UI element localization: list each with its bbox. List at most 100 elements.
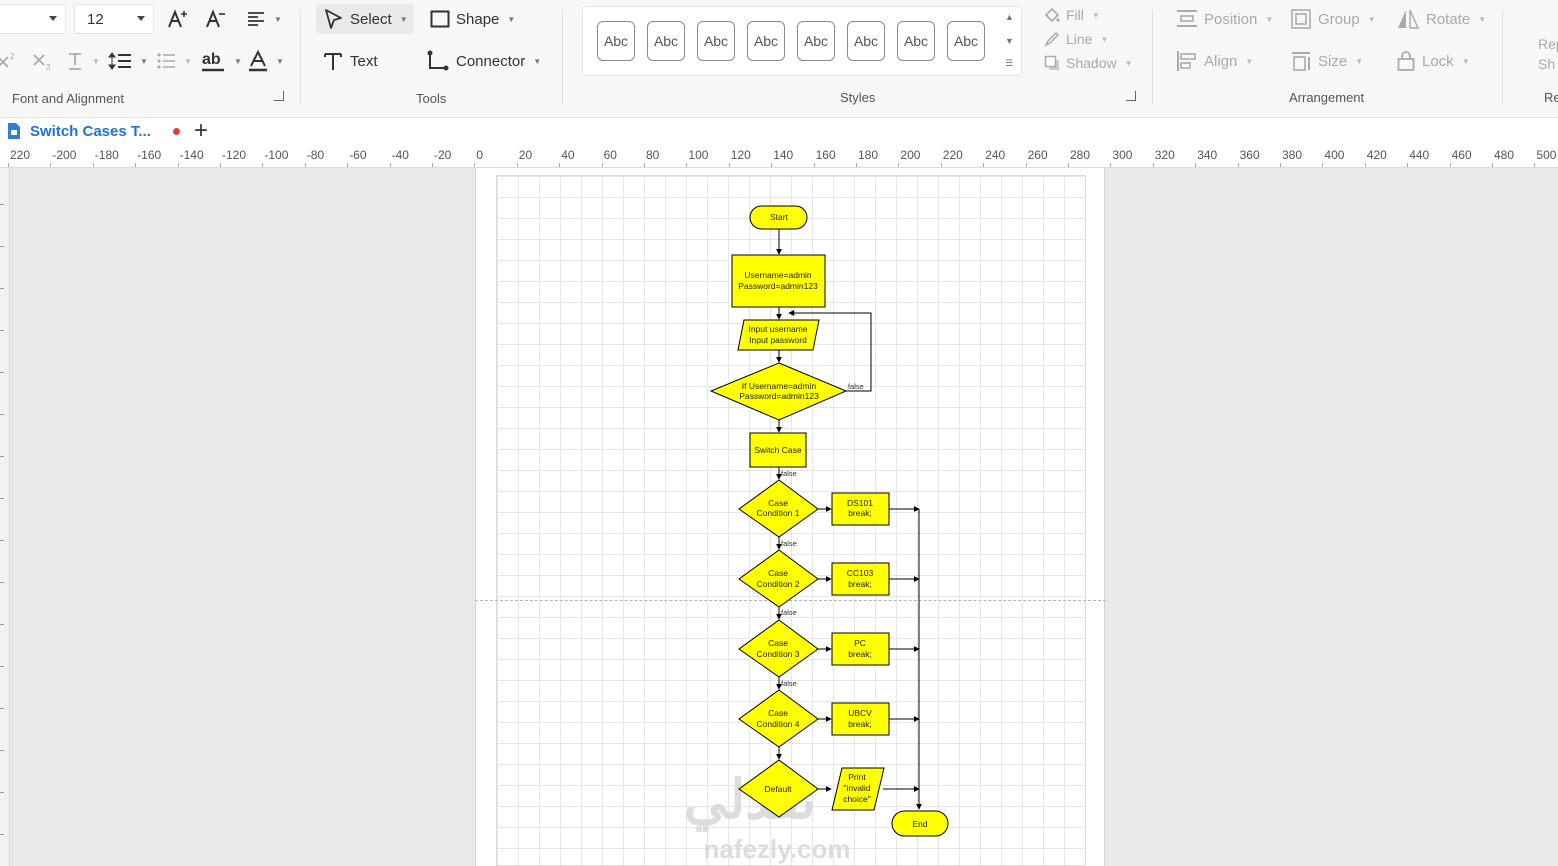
highlight-button[interactable]: ab▼ bbox=[202, 46, 242, 76]
case-action[interactable] bbox=[831, 632, 890, 666]
ruler-tick-mark bbox=[0, 456, 4, 457]
decrease-font-button[interactable] bbox=[204, 4, 226, 34]
check-decision[interactable] bbox=[709, 362, 848, 421]
position-label: Position bbox=[1204, 10, 1258, 28]
ruler-tick-mark bbox=[1068, 163, 1069, 167]
drawing-canvas[interactable]: نفذلي nafezly.com Start Username=admin P… bbox=[10, 168, 1558, 866]
replace-shape-line1: Rep bbox=[1538, 36, 1558, 52]
start-label: Start bbox=[770, 212, 789, 222]
shape-tool-button[interactable]: Shape▼ bbox=[430, 4, 515, 34]
ruler-tick-mark bbox=[304, 163, 306, 167]
case-decision[interactable] bbox=[738, 689, 819, 748]
replace-shape-button[interactable]: Rep Sh bbox=[1538, 34, 1558, 74]
group-launcher-icon[interactable] bbox=[1126, 91, 1136, 101]
check-line-2: Password=admin123 bbox=[739, 391, 819, 401]
align-button[interactable]: Align▼ bbox=[1176, 46, 1253, 76]
group-button[interactable]: Group▼ bbox=[1290, 4, 1376, 34]
style-swatch[interactable]: Abc bbox=[797, 21, 835, 61]
select-label: Select bbox=[350, 10, 392, 28]
font-size-combo[interactable]: 12 bbox=[74, 4, 154, 34]
start-terminator[interactable] bbox=[749, 205, 808, 230]
page-break-line bbox=[475, 600, 1106, 601]
ruler-tick-label: 440 bbox=[1409, 148, 1430, 162]
ruler-tick-mark bbox=[1322, 163, 1324, 167]
case-action-2: break; bbox=[848, 579, 872, 589]
gallery-up-icon[interactable]: ▲ bbox=[1005, 12, 1014, 22]
position-button[interactable]: Position▼ bbox=[1176, 4, 1273, 34]
increase-font-icon bbox=[168, 9, 187, 28]
chevron-down-icon: ▼ bbox=[1091, 10, 1100, 20]
flowchart[interactable]: نفذلي nafezly.com Start Username=admin P… bbox=[10, 168, 1558, 866]
size-button[interactable]: Size▼ bbox=[1290, 46, 1363, 76]
case-action[interactable] bbox=[831, 702, 890, 736]
rotate-button[interactable]: Rotate▼ bbox=[1396, 4, 1486, 34]
false-label: false bbox=[781, 608, 797, 617]
input-parallelogram[interactable] bbox=[737, 319, 820, 351]
fill-label: Fill bbox=[1066, 7, 1084, 23]
ruler-tick-label: -180 bbox=[94, 148, 119, 162]
subscript-button[interactable]: 2 bbox=[32, 46, 54, 76]
ruler-tick-mark bbox=[262, 163, 264, 167]
ruler-tick-label: -100 bbox=[264, 148, 289, 162]
add-tab-button[interactable]: + bbox=[194, 117, 209, 144]
chevron-down-icon: ▼ bbox=[274, 14, 282, 24]
tools-group: Select▼ Shape▼ Text Connector▼ Tools bbox=[300, 0, 562, 118]
case-action[interactable] bbox=[831, 492, 890, 526]
ruler-tick-mark bbox=[0, 414, 4, 415]
font-color-button[interactable]: ▼ bbox=[248, 46, 284, 76]
gallery-more-icon[interactable]: ☰ bbox=[1005, 58, 1014, 68]
init-process[interactable] bbox=[731, 254, 826, 308]
case-decision[interactable] bbox=[738, 619, 819, 678]
style-swatch[interactable]: Abc bbox=[747, 21, 785, 61]
shadow-button[interactable]: Shadow▼ bbox=[1044, 49, 1133, 77]
ruler-tick-label: -80 bbox=[306, 148, 325, 162]
line-spacing-button[interactable]: ▼ bbox=[108, 46, 148, 76]
ruler-tick-mark bbox=[1449, 163, 1451, 167]
select-tool-button[interactable]: Select▼ bbox=[316, 4, 414, 34]
chevron-down-icon: ▼ bbox=[1124, 58, 1133, 68]
paint-bucket-icon bbox=[1044, 7, 1060, 23]
bullets-button[interactable]: ▼ bbox=[156, 46, 192, 76]
case-decision[interactable] bbox=[738, 549, 819, 608]
text-format-button[interactable]: ▼ bbox=[66, 46, 100, 76]
style-swatch[interactable]: Abc bbox=[697, 21, 735, 61]
style-swatch[interactable]: Abc bbox=[847, 21, 885, 61]
group-launcher-icon[interactable] bbox=[274, 91, 284, 101]
style-swatch[interactable]: Abc bbox=[897, 21, 935, 61]
ruler-tick-mark bbox=[135, 163, 137, 167]
default-decision[interactable] bbox=[738, 759, 819, 818]
case-action[interactable] bbox=[831, 562, 890, 596]
ruler-tick-mark bbox=[0, 372, 4, 373]
style-swatch[interactable]: Abc bbox=[647, 21, 685, 61]
svg-text:2: 2 bbox=[10, 52, 15, 61]
default-action-2: "invalid bbox=[843, 783, 870, 793]
switch-process[interactable] bbox=[749, 432, 807, 468]
gallery-down-icon[interactable]: ▼ bbox=[1005, 36, 1014, 46]
superscript-button[interactable]: 2 bbox=[0, 46, 18, 76]
ribbon-divider bbox=[1152, 10, 1153, 104]
connector-tool-button[interactable]: Connector▼ bbox=[426, 46, 541, 76]
ruler-tick-mark bbox=[813, 163, 815, 167]
ruler-tick-label: 400 bbox=[1324, 148, 1345, 162]
text-align-button[interactable]: ▼ bbox=[246, 4, 282, 34]
default-output[interactable] bbox=[831, 767, 885, 811]
lock-button[interactable]: Lock▼ bbox=[1396, 46, 1470, 76]
text-tool-button[interactable]: Text bbox=[322, 46, 378, 76]
line-button[interactable]: Line▼ bbox=[1044, 25, 1108, 53]
line-spacing-icon bbox=[108, 52, 131, 70]
false-label: false bbox=[781, 469, 797, 478]
increase-font-button[interactable] bbox=[166, 4, 188, 34]
case-decision[interactable] bbox=[738, 479, 819, 538]
document-tab[interactable]: Switch Cases T... bbox=[6, 122, 180, 140]
font-family-combo[interactable] bbox=[0, 4, 66, 34]
end-terminator[interactable] bbox=[891, 810, 949, 837]
fill-button[interactable]: Fill ▼ bbox=[1044, 1, 1100, 29]
position-icon bbox=[1177, 10, 1197, 27]
highlight-text-icon: ab bbox=[202, 51, 224, 72]
style-swatch[interactable]: Abc bbox=[597, 21, 635, 61]
connector-label: Connector bbox=[456, 52, 526, 70]
style-swatch[interactable]: Abc bbox=[947, 21, 985, 61]
ruler-tick-label: 80 bbox=[646, 148, 660, 162]
ruler-tick-mark bbox=[559, 163, 561, 167]
text-label: Text bbox=[350, 52, 378, 70]
